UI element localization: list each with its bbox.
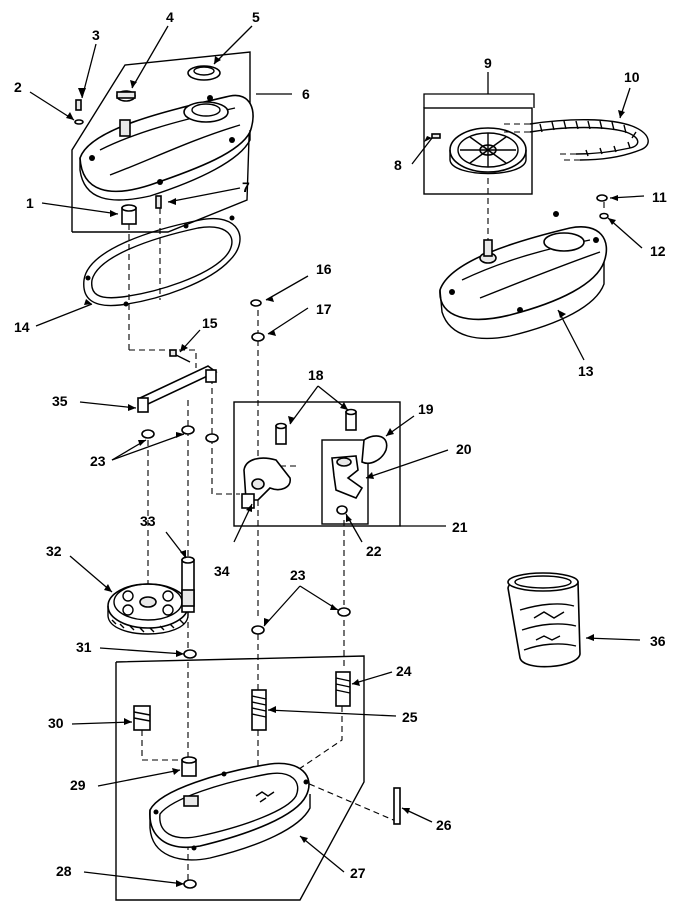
callout-labels: 1 2 3 4 5 6 7 8 9 10 11 12 13 14 15 16 1… [14,9,667,881]
gear-cover-part [79,94,254,201]
callout-9: 9 [484,55,492,71]
shift-fork-part [331,455,364,515]
callout-16: 16 [316,261,332,277]
callout-28: 28 [56,863,72,879]
set-screw-part [431,133,441,139]
pulley-frame [423,107,533,195]
gear-32-part [107,583,189,635]
callout-10: 10 [624,69,640,85]
callout-36: 36 [650,633,666,649]
seal-part [116,90,136,102]
bushing-29-part [181,756,197,777]
bracket-part [137,365,218,413]
spring-30-part [133,705,151,731]
callout-23a: 23 [90,453,106,469]
bushing-part [121,204,137,225]
callout-13: 13 [578,363,594,379]
shaft-33-part [181,556,195,613]
callout-8: 8 [394,157,402,173]
callout-3: 3 [92,27,100,43]
callout-17: 17 [316,301,332,317]
callout-33: 33 [140,513,156,529]
callout-15: 15 [202,315,218,331]
callout-22: 22 [366,543,382,559]
callout-29: 29 [70,777,86,793]
callout-6: 6 [302,86,310,102]
callout-4: 4 [166,9,174,25]
callout-24: 24 [396,663,412,679]
grease-can-part [507,572,581,668]
callout-30: 30 [48,715,64,731]
callout-26: 26 [436,817,452,833]
callout-1: 1 [26,195,34,211]
linkage-frame [233,401,401,527]
nut-part [596,194,609,220]
callout-2: 2 [14,79,22,95]
callout-5: 5 [252,9,260,25]
callout-pointers [29,25,645,885]
pin-part [155,195,162,209]
pins-part [275,408,357,445]
large-seal-part [187,65,221,81]
callout-14: 14 [14,319,30,335]
drive-belt-part [500,119,649,161]
arrow-heads [66,56,625,887]
callout-35: 35 [52,393,68,409]
screw-part [74,99,84,125]
callout-27: 27 [350,865,366,881]
callout-31: 31 [76,639,92,655]
roll-pin-part [393,787,401,825]
callout-11: 11 [652,189,667,205]
callout-18: 18 [308,367,324,383]
callout-25: 25 [402,709,418,725]
plug-part [183,879,197,889]
pulley-part [449,127,527,175]
callout-7: 7 [242,179,250,195]
gear-case-part [149,762,311,861]
callout-12: 12 [650,243,666,259]
callout-21: 21 [452,519,468,535]
callout-20: 20 [456,441,472,457]
callout-32: 32 [46,543,62,559]
spring-25-part [251,689,267,731]
gear-housing-part [439,211,608,340]
spring-24-part [335,671,351,707]
screw-15-part [169,349,191,363]
shift-arm-part [241,457,291,509]
spring-part [361,435,388,465]
base-frame [115,655,365,901]
washer-part [141,299,351,659]
callout-19: 19 [418,401,434,417]
cover-assembly-frame [71,51,251,233]
callout-23b: 23 [290,567,306,583]
callout-34: 34 [214,563,230,579]
gasket-part [83,215,241,307]
